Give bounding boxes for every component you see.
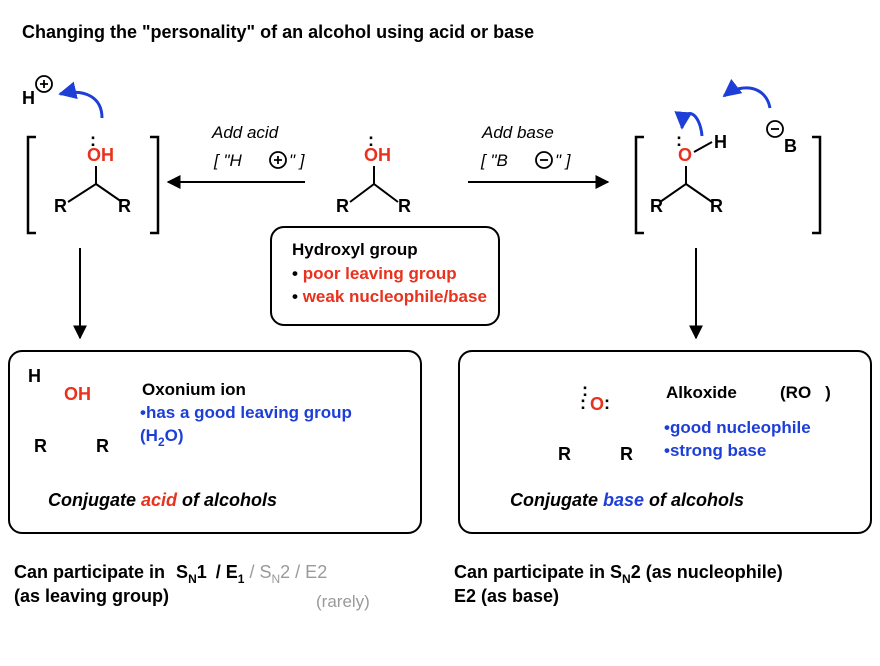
alkoxide-lone-pair-right: :	[604, 393, 610, 413]
bracket-left-open	[26, 135, 36, 235]
alkoxide-oxygen: O	[590, 394, 605, 414]
as-leaving-group: (as leaving group)	[14, 586, 170, 606]
curved-arrow-protonation	[58, 81, 104, 119]
add-base-label: Add base	[482, 123, 554, 142]
alkoxide-lone-pair-left: :	[580, 393, 586, 413]
alkoxide-point-2: •strong base	[664, 441, 767, 460]
alkoxide-r2: R	[620, 444, 633, 464]
curved-arrow-bond-break	[674, 111, 704, 137]
oxonium-ion-box	[8, 350, 422, 534]
alkoxide-formula: (RO)	[780, 383, 831, 402]
base-formula-open: [ "B	[481, 151, 508, 170]
oxonium-oh: OH	[64, 384, 91, 404]
bracket-right-open	[634, 135, 644, 235]
bonds-deprotonation-alcohol	[659, 166, 713, 203]
hydroxyl-oh-left: OH	[87, 145, 114, 165]
oxonium-heading: Oxonium ion	[142, 380, 246, 399]
oxygen-right: O	[678, 145, 693, 165]
bonds-protonated-alcohol	[67, 166, 123, 203]
base-b-label: B	[784, 136, 797, 156]
acid-formula-close: " ]	[289, 151, 305, 170]
alkoxide-r1: R	[558, 444, 571, 464]
base-formula-close: " ]	[555, 151, 571, 170]
curved-arrow-base-attack	[722, 78, 772, 109]
sn1-e1-participation: Can participate in SN1 / E1 / SN2 / E2	[14, 562, 328, 586]
charge-circle-h-plus	[35, 75, 53, 93]
r-group-right-1: R	[650, 196, 663, 216]
hydroxyl-group-box: Hydroxyl group • poor leaving group • we…	[270, 226, 500, 326]
oxonium-caption: Conjugate acid of alcohols	[48, 490, 278, 510]
alkoxide-box	[458, 350, 872, 534]
hydroxyl-item-2: • weak nucleophile/base	[292, 287, 487, 306]
charge-circle-acid-h-plus	[269, 151, 287, 169]
rarely-note: (rarely)	[316, 592, 370, 611]
alkoxide-heading: Alkoxide	[666, 383, 737, 402]
oxonium-point-2: (H2O)	[140, 426, 184, 449]
lone-pair-dots-right: :	[676, 130, 682, 150]
add-acid-label: Add acid	[212, 123, 279, 142]
bracket-left-close	[150, 135, 160, 235]
hydrogen-right: H	[714, 132, 727, 152]
alkoxide-caption: Conjugate base of alcohols	[510, 490, 745, 510]
bond-o-h	[693, 141, 713, 153]
alkoxide-point-1: •good nucleophile	[664, 418, 811, 437]
oxonium-point-1: •has a good leaving group	[140, 403, 352, 422]
e2-as-base: E2 (as base)	[454, 586, 560, 606]
hydroxyl-heading: Hydroxyl group	[292, 240, 418, 259]
bonds-alcohol	[349, 166, 399, 203]
alkoxide-lone-pair-top: :	[582, 380, 589, 400]
r-group-center-2: R	[398, 196, 411, 216]
charge-circle-b-minus	[766, 120, 784, 138]
proton-label: H	[22, 88, 35, 108]
oxonium-r2: R	[96, 436, 109, 456]
r-group-left-1: R	[54, 196, 67, 216]
charge-circle-base-minus	[535, 151, 553, 169]
lone-pair-dots-center: :	[368, 130, 374, 150]
hydroxyl-item-1: • poor leaving group	[292, 264, 457, 283]
r-group-center-1: R	[336, 196, 349, 216]
acid-formula-open: [ "H	[214, 151, 242, 170]
bracket-right-close	[812, 135, 822, 235]
oxonium-r1: R	[34, 436, 47, 456]
r-group-left-2: R	[118, 196, 131, 216]
sn2-participation: Can participate in SN2 (as nucleophile)	[454, 562, 783, 586]
lone-pair-dots: :	[90, 130, 98, 150]
r-group-right-2: R	[710, 196, 723, 216]
page-title: Changing the "personality" of an alcohol…	[22, 22, 535, 42]
oxonium-h: H	[28, 366, 41, 386]
hydroxyl-oh-center: OH	[364, 145, 391, 165]
